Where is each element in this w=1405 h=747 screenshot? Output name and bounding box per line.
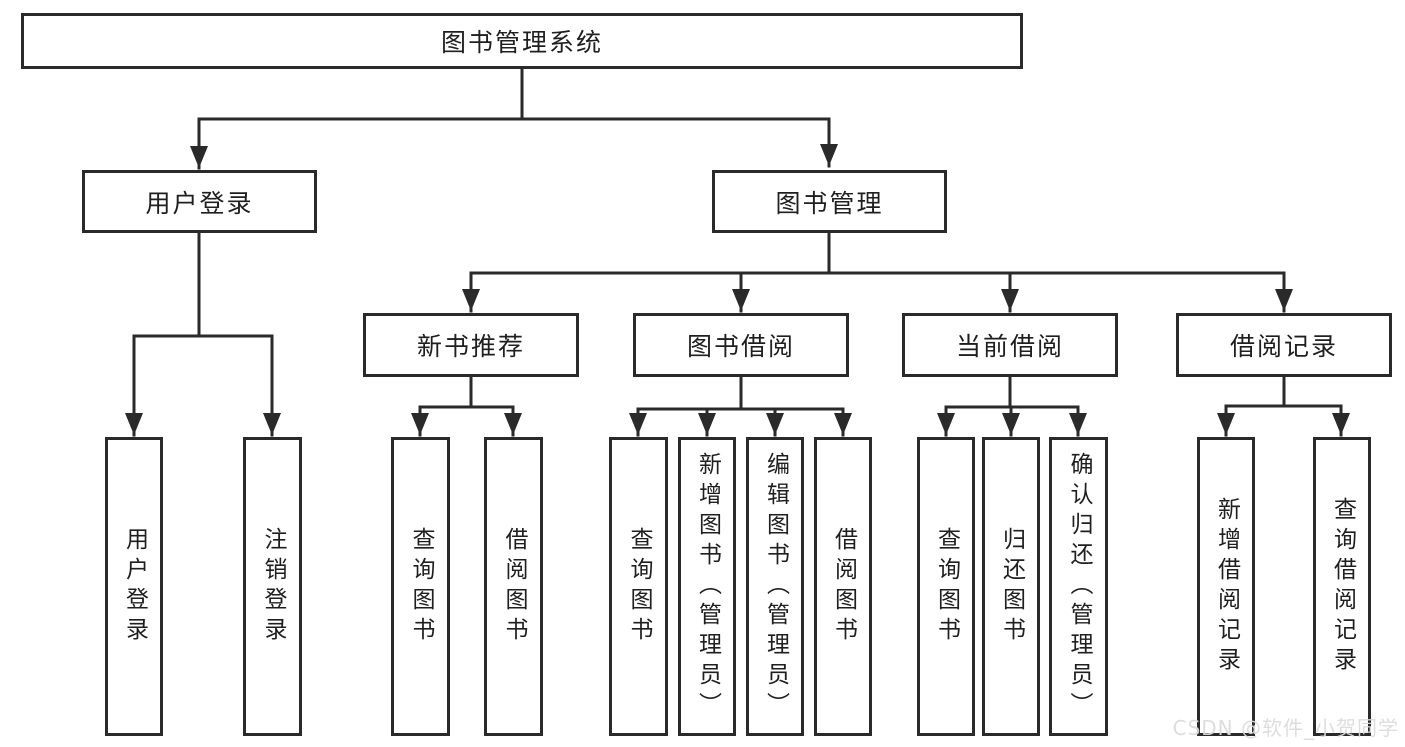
node-user-login: 用户登录 <box>82 170 317 233</box>
node-book-borrowing: 图书借阅 <box>633 313 849 377</box>
connector-records-children <box>1217 375 1350 437</box>
leaf-records-query: 查询借阅记录 <box>1313 437 1371 736</box>
leaf-logout: 注销登录 <box>243 437 302 736</box>
node-user-login-label: 用户登录 <box>145 188 254 218</box>
leaf-current-confirm-admin-label: 确认归还（管理员） <box>1066 451 1092 722</box>
connector-new-books-children <box>411 375 522 437</box>
leaf-new-books-borrow: 借阅图书 <box>484 437 543 736</box>
connector-current-borrowing-children <box>937 375 1087 437</box>
node-current-borrowing: 当前借阅 <box>902 313 1118 377</box>
leaf-new-books-borrow-label: 借阅图书 <box>501 526 527 647</box>
connector-user-login-children <box>125 231 281 437</box>
csdn-watermark: CSDN @软件_小贺同学 <box>1172 716 1399 740</box>
node-new-book-recommend-label: 新书推荐 <box>416 332 525 361</box>
leaf-new-books-query: 查询图书 <box>391 437 450 736</box>
leaf-current-return: 归还图书 <box>982 437 1040 736</box>
leaf-borrowing-add-admin-label: 新增图书（管理员） <box>694 451 721 722</box>
leaf-borrowing-borrow: 借阅图书 <box>814 437 872 736</box>
leaf-borrowing-query-label: 查询图书 <box>626 526 652 647</box>
node-library-system-label: 图书管理系统 <box>440 28 603 57</box>
leaf-current-confirm-admin: 确认归还（管理员） <box>1049 437 1108 736</box>
connector-book-management-children <box>462 231 1293 313</box>
leaf-records-add: 新增借阅记录 <box>1197 437 1255 736</box>
node-new-book-recommend: 新书推荐 <box>363 313 579 377</box>
node-book-management-label: 图书管理 <box>775 188 884 218</box>
leaf-records-query-label: 查询借阅记录 <box>1329 496 1356 677</box>
connector-borrowing-children <box>629 375 852 437</box>
leaf-current-query-label: 查询图书 <box>933 526 960 647</box>
node-library-system: 图书管理系统 <box>21 13 1023 69</box>
leaf-records-add-label: 新增借阅记录 <box>1213 496 1240 677</box>
leaf-current-return-label: 归还图书 <box>998 526 1025 647</box>
leaf-logout-label: 注销登录 <box>260 526 286 647</box>
leaf-user-login-label: 用户登录 <box>121 526 148 647</box>
node-current-borrowing-label: 当前借阅 <box>955 332 1064 361</box>
node-book-management: 图书管理 <box>712 170 947 233</box>
leaf-borrowing-borrow-label: 借阅图书 <box>830 526 857 647</box>
leaf-borrowing-edit-admin: 编辑图书（管理员） <box>746 437 804 736</box>
leaf-user-login: 用户登录 <box>105 437 163 736</box>
leaf-borrowing-query: 查询图书 <box>609 437 668 736</box>
node-borrowing-records: 借阅记录 <box>1176 313 1392 377</box>
node-borrowing-records-label: 借阅记录 <box>1229 332 1338 361</box>
connector-root-to-level2 <box>190 67 838 170</box>
leaf-current-query: 查询图书 <box>917 437 975 736</box>
node-book-borrowing-label: 图书借阅 <box>686 332 795 361</box>
leaf-borrowing-edit-admin-label: 编辑图书（管理员） <box>762 451 789 722</box>
leaf-borrowing-add-admin: 新增图书（管理员） <box>678 437 736 736</box>
leaf-new-books-query-label: 查询图书 <box>408 526 434 647</box>
